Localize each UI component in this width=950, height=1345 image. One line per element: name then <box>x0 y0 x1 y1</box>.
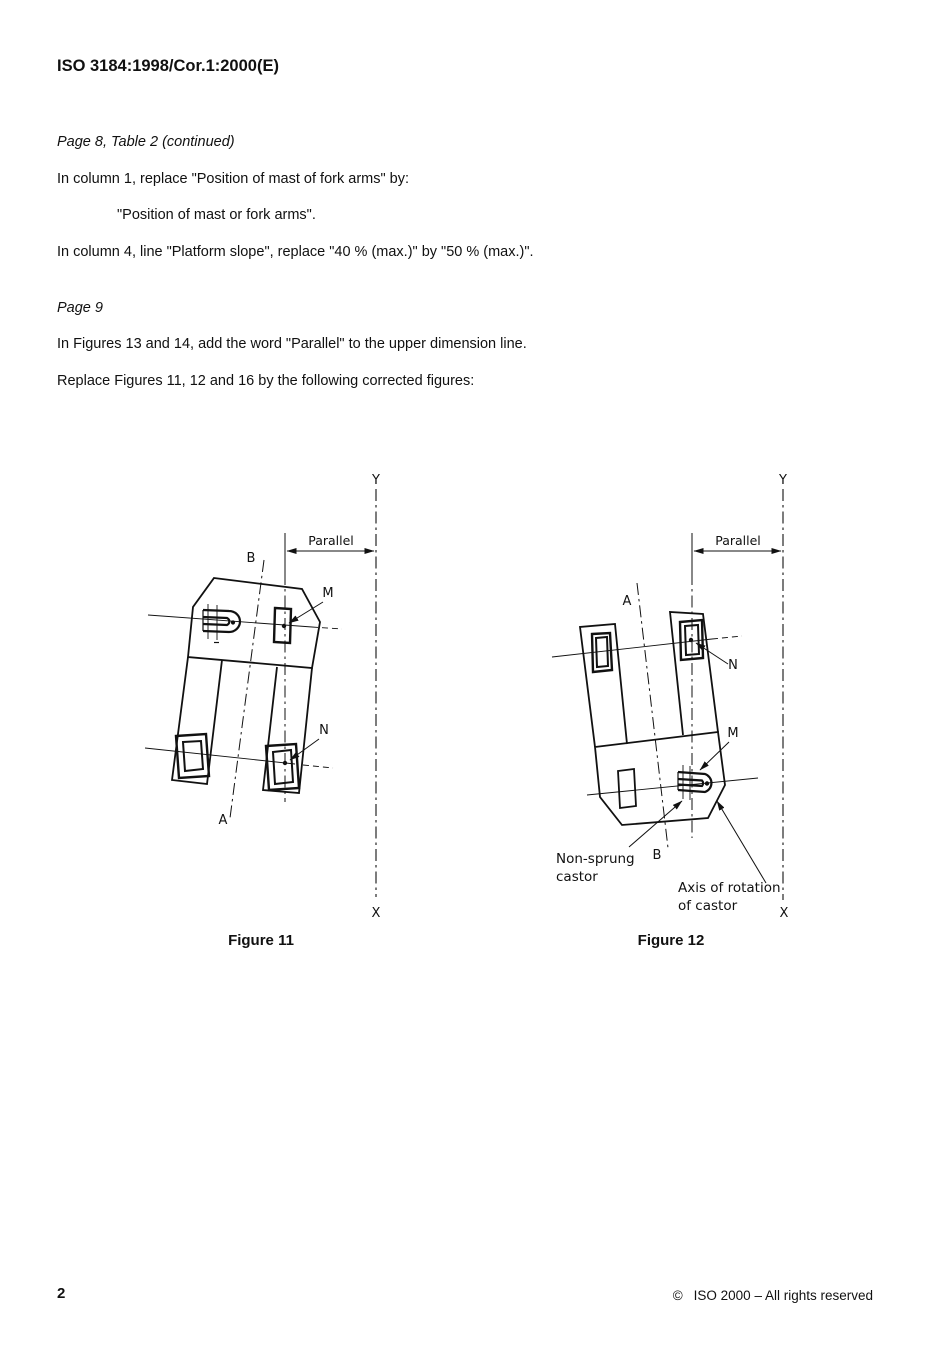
fig12-label-n: N <box>728 658 738 673</box>
fig12-right-fork <box>668 611 719 736</box>
fig11-left-load-wheel-outer <box>174 732 211 780</box>
page-header: ISO 3184:1998/Cor.1:2000(E) <box>57 57 279 75</box>
fig12-left-load-wheel-inner <box>594 635 610 669</box>
fig12-label-a: A <box>623 594 632 609</box>
fig12-load-axle-dash <box>711 635 743 640</box>
fig11-drawbar-wheel-inner <box>202 615 231 627</box>
figure-12-drawing: Y X Parallel A B N <box>551 473 789 921</box>
paragraph-indented-quote: "Position of mast or fork arms". <box>117 207 316 223</box>
fig11-steer-axle-line <box>147 614 313 628</box>
paragraph-column1: In column 1, replace "Position of mast o… <box>57 171 409 187</box>
figure-11-caption: Figure 11 <box>228 932 294 949</box>
paragraph-column4: In column 4, line "Platform slope", repl… <box>57 244 534 260</box>
fig12-m-arrow <box>699 741 730 771</box>
fig12-n-wheel-inner <box>683 623 701 657</box>
fig12-label-b: B <box>653 848 662 863</box>
section-title-page9: Page 9 <box>57 300 103 316</box>
fig12-n-wheel-outer <box>678 618 705 662</box>
fig12-label-non-sprung-2: castor <box>556 869 598 885</box>
fig12-ab-centerline <box>636 582 669 849</box>
fig11-load-axle-dash <box>302 764 334 769</box>
fig11-label-parallel: Parallel <box>308 533 354 548</box>
fig12-label-parallel: Parallel <box>715 533 761 548</box>
fig11-n-wheel-outer <box>264 742 301 792</box>
copyright-text: ISO 2000 – All rights reserved <box>693 1288 873 1303</box>
fig11-m-arrow <box>288 601 324 624</box>
copyright-line: © ISO 2000 – All rights reserved <box>673 1288 873 1303</box>
fig11-steer-axle-dash <box>311 626 343 630</box>
fig12-load-axle-line <box>551 638 713 658</box>
fig12-n-arrow <box>695 642 729 665</box>
fig11-label-m: M <box>322 586 333 601</box>
fig11-left-fork <box>170 656 223 785</box>
fig11-label-b: B <box>247 551 256 566</box>
fig11-n-wheel-dot <box>282 760 288 766</box>
fig11-ab-centerline <box>229 559 265 819</box>
fig12-label-axis-rotation-2: of castor <box>678 898 738 914</box>
fig12-label-m: M <box>727 726 738 741</box>
fig11-n-arrow <box>289 738 320 761</box>
fig11-label-n: N <box>319 723 329 738</box>
section-title-page8: Page 8, Table 2 (continued) <box>57 134 235 150</box>
fig12-label-non-sprung-1: Non-sprung <box>556 851 635 867</box>
fig11-load-axle-line <box>145 747 296 765</box>
fig11-right-fork <box>262 666 313 794</box>
page-number: 2 <box>57 1285 66 1302</box>
fig12-axis-rotation-leader <box>716 800 767 884</box>
fig11-m-wheel <box>272 606 293 645</box>
copyright-symbol: © <box>672 1288 683 1303</box>
fig11-label-y: Y <box>371 473 380 488</box>
figure-12-caption: Figure 12 <box>637 932 705 949</box>
paragraph-figures-13-14: In Figures 13 and 14, add the word "Para… <box>57 336 527 352</box>
fig12-label-x: X <box>780 906 789 921</box>
fig11-n-wheel-inner <box>271 748 295 786</box>
fig12-label-y: Y <box>778 473 787 488</box>
fig11-label-x: X <box>372 906 381 921</box>
fig12-label-axis-rotation-1: Axis of rotation <box>678 880 781 896</box>
fig11-label-a: A <box>219 813 228 828</box>
fig12-body-rect <box>617 767 637 810</box>
fig12-castor-axle-line <box>586 777 759 796</box>
fig12-non-sprung-leader <box>628 800 683 848</box>
paragraph-replace-figures: Replace Figures 11, 12 and 16 by the fol… <box>57 373 475 389</box>
fig12-left-load-wheel-outer <box>590 631 614 674</box>
figure-11-drawing: Y X Parallel B A <box>145 473 381 921</box>
fig12-truck-body-outline <box>594 730 726 826</box>
fig11-left-load-wheel-inner <box>181 739 205 773</box>
fig12-left-fork <box>578 623 628 748</box>
